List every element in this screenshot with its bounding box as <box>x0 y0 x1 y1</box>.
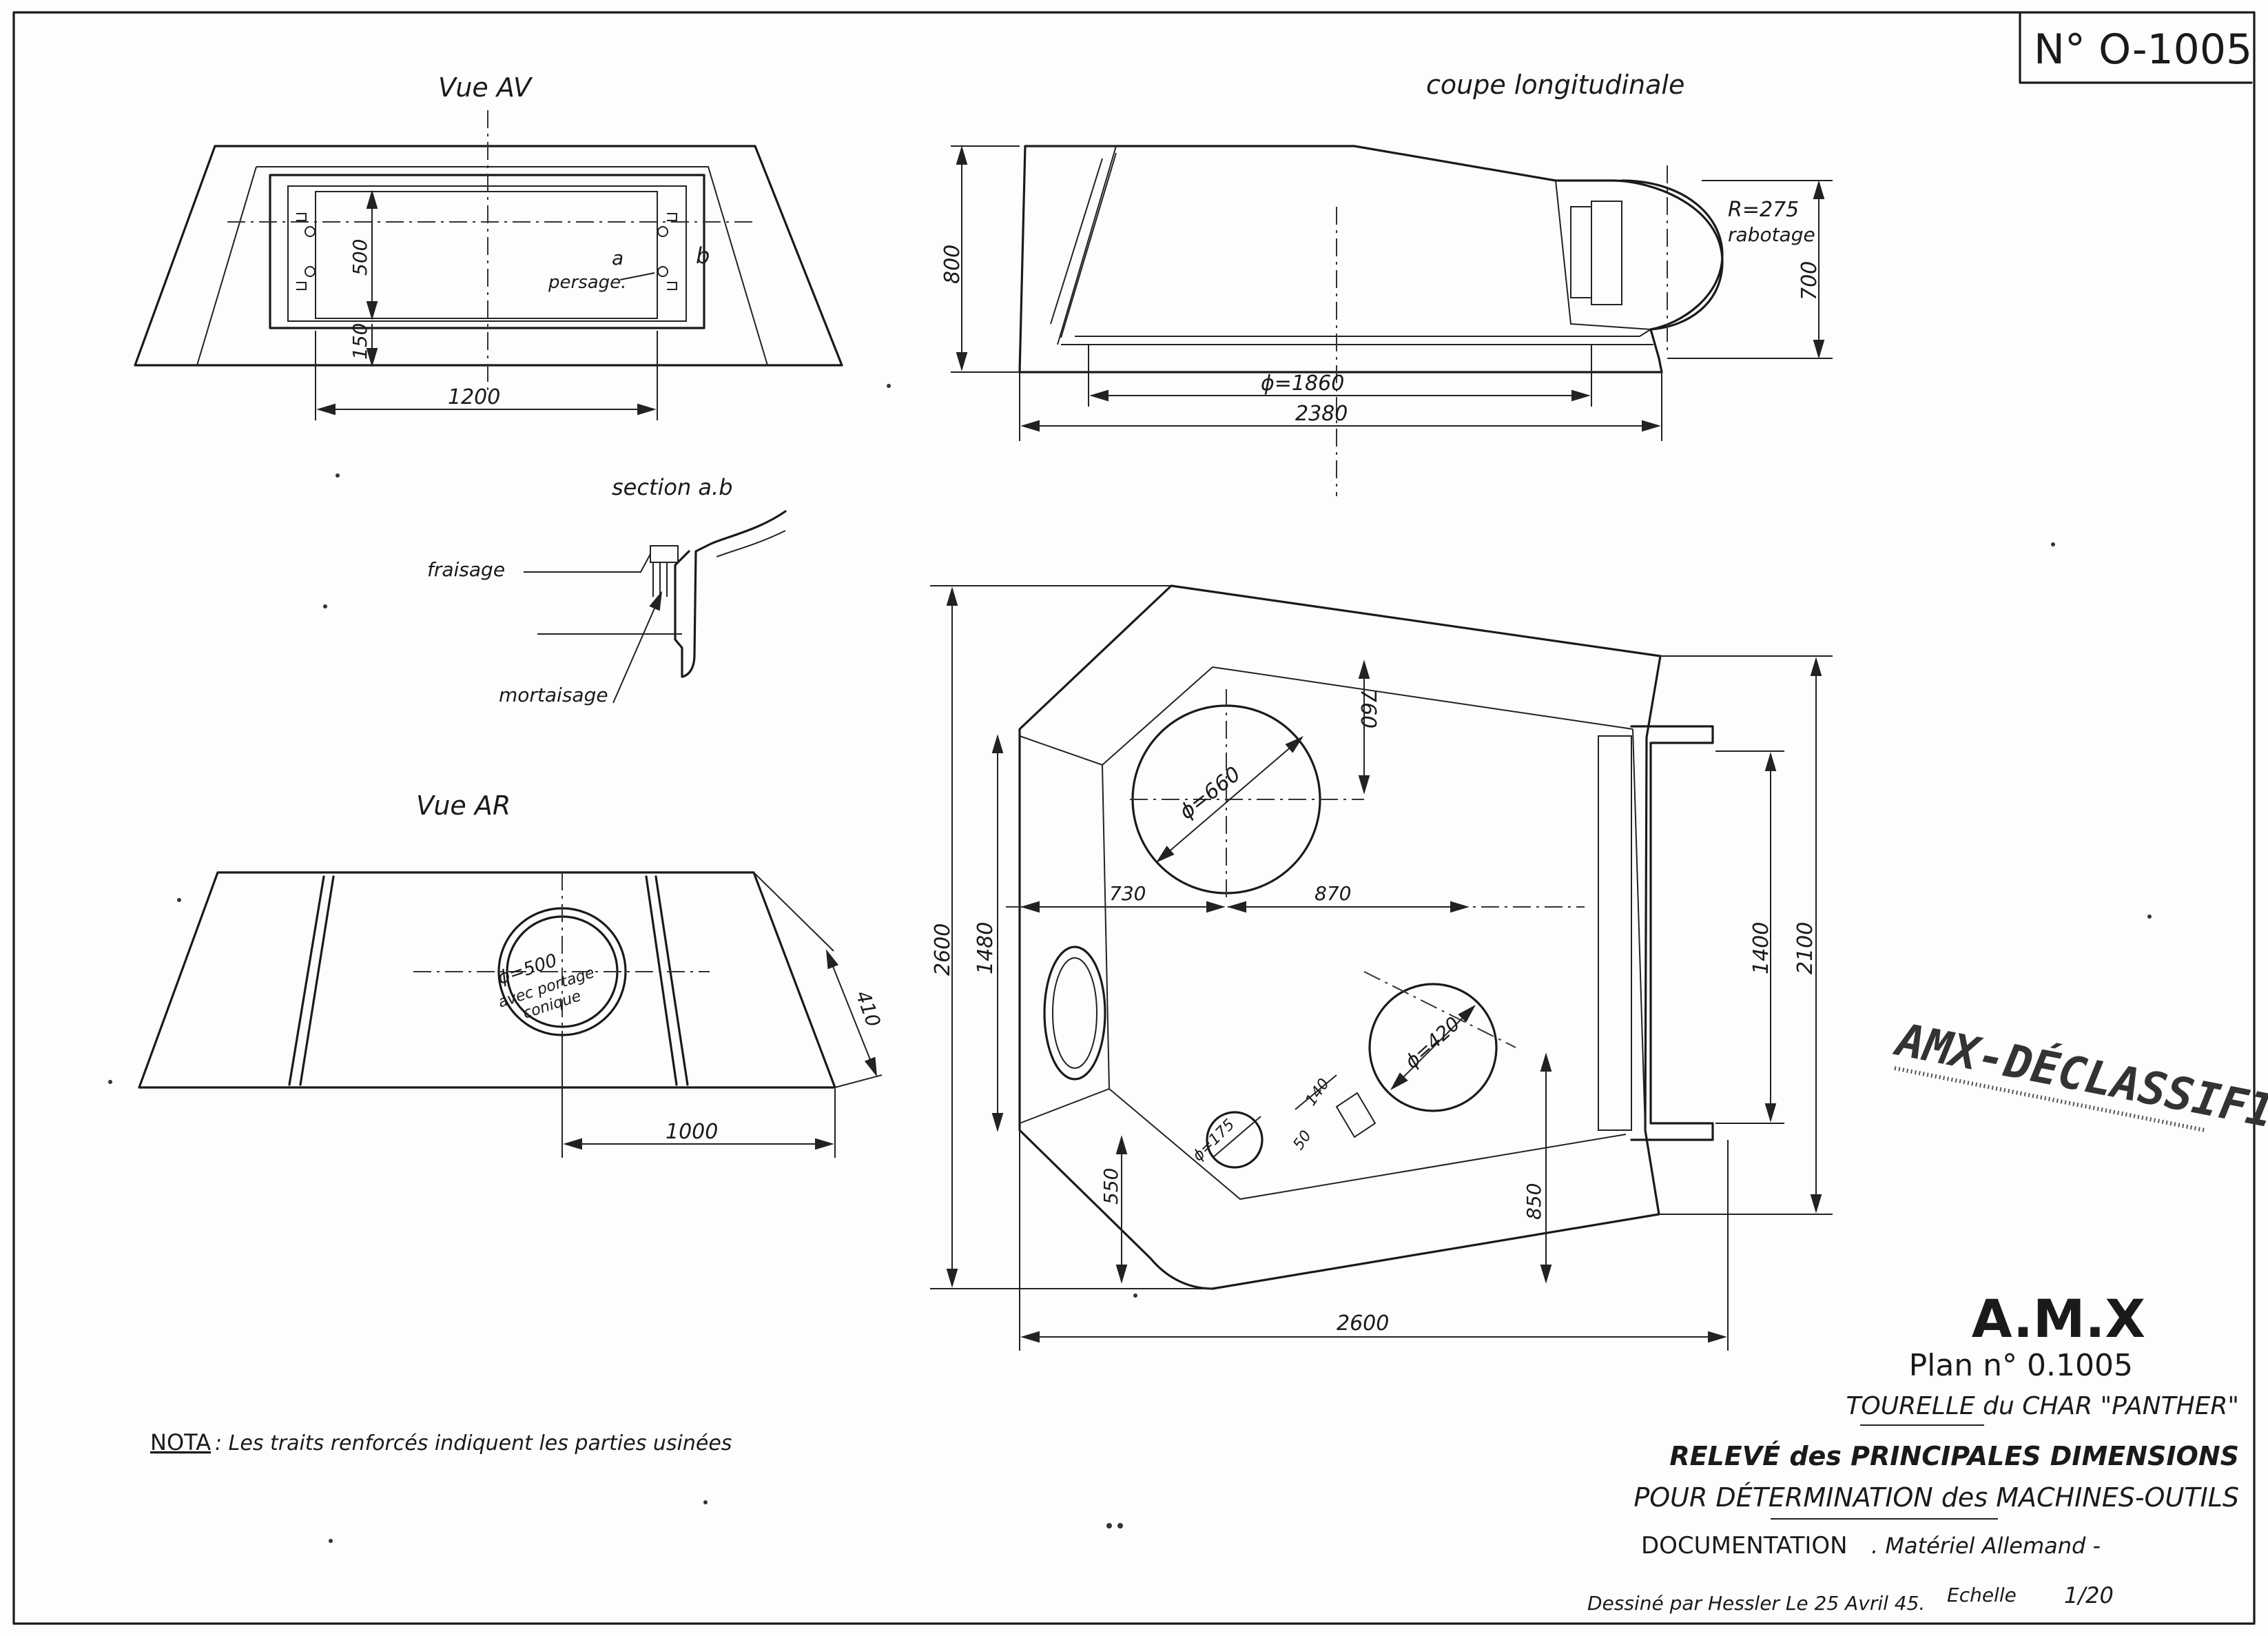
dim-2600-horizontal: 2600 <box>1337 1311 1389 1336</box>
view-rear: Vue AR ϕ=500 avec portage conique 410 10… <box>138 790 885 1158</box>
dim-870: 870 <box>1315 882 1351 905</box>
view-section-longitudinal: coupe longitudinale 800 700 ϕ=1860 2380 … <box>940 70 1833 496</box>
plan-number: Plan n° 0.1005 <box>1909 1348 2133 1383</box>
dim-730: 730 <box>1109 882 1146 905</box>
paper-specks <box>108 384 2152 1543</box>
coupe-title: coupe longitudinale <box>1426 70 1684 100</box>
dim-2600-vertical: 2600 <box>931 923 955 976</box>
label-mortaisage: mortaisage <box>499 684 608 706</box>
stamp-underline <box>1894 1066 2205 1132</box>
title-line-1: TOURELLE du CHAR "PANTHER" <box>1846 1392 2239 1420</box>
dim-500: 500 <box>349 239 371 276</box>
circle-phi-660: ϕ=660 <box>1175 762 1245 824</box>
view-front: Vue AV 500 150 1200 a b persage. <box>134 72 843 420</box>
title-line-3: POUR DÉTERMINATION des MACHINES-OUTILS <box>1633 1482 2239 1513</box>
dim-phi-1860: ϕ=1860 <box>1261 371 1344 396</box>
sheet-border <box>12 11 2256 1625</box>
label-a: a <box>612 247 623 269</box>
note-rabotage: rabotage <box>1728 223 1815 246</box>
dim-150: 150 <box>349 323 371 360</box>
scale-value: 1/20 <box>2064 1582 2114 1608</box>
sheet-number: N° O-1005 <box>2034 25 2252 74</box>
title-line-4-sub: . Matériel Allemand - <box>1871 1533 2101 1559</box>
view-rear-title: Vue AR <box>416 790 511 821</box>
dim-850: 850 <box>1523 1183 1545 1220</box>
title-block: A.M.X Plan n° 0.1005 TOURELLE du CHAR "P… <box>1587 1288 2239 1615</box>
dim-1000: 1000 <box>666 1120 718 1144</box>
dim-140: 140 <box>1302 1076 1333 1110</box>
nota-note: NOTA : Les traits renforcés indiquent le… <box>150 1429 732 1455</box>
title-line-2: RELEVÉ des PRINCIPALES DIMENSIONS <box>1669 1441 2239 1471</box>
dim-2100: 2100 <box>1793 922 1817 974</box>
view-front-title: Vue AV <box>438 72 533 103</box>
title-line-4-main: DOCUMENTATION <box>1641 1532 1848 1560</box>
circle-phi-420: ϕ=420 <box>1401 1012 1465 1073</box>
nota-label: NOTA <box>150 1429 211 1455</box>
declassified-stamp: AMX-DÉCLASSIFIÉ <box>1890 1012 2268 1143</box>
section-ab-title: section a.b <box>612 474 733 500</box>
view-plan: ϕ=660 ϕ=420 ϕ=175 140 50 2600 1480 760 7… <box>930 584 1833 1351</box>
label-fraisage: fraisage <box>427 558 505 581</box>
scale-label: Echelle <box>1947 1584 2017 1606</box>
dim-1200: 1200 <box>448 385 500 409</box>
dim-550: 550 <box>1100 1168 1122 1205</box>
org-name: A.M.X <box>1972 1288 2145 1349</box>
dim-1400: 1400 <box>1749 922 1773 974</box>
dim-760: 760 <box>1356 689 1380 728</box>
dim-2380: 2380 <box>1295 402 1348 426</box>
nota-text: : Les traits renforcés indiquent les par… <box>215 1431 732 1455</box>
dim-800: 800 <box>940 245 965 284</box>
view-section-ab: section a.b fraisage mortaisage <box>427 474 787 706</box>
note-r275: R=275 <box>1728 198 1799 222</box>
label-persage: persage. <box>548 272 626 293</box>
dim-1480: 1480 <box>973 922 998 974</box>
drawn-by: Dessiné par Hessler Le 25 Avril 45. <box>1587 1592 1925 1615</box>
dim-700: 700 <box>1797 261 1822 300</box>
sheet-number-box: N° O-1005 <box>2019 11 2253 84</box>
dim-50: 50 <box>1290 1127 1315 1153</box>
label-b: b <box>696 243 710 269</box>
